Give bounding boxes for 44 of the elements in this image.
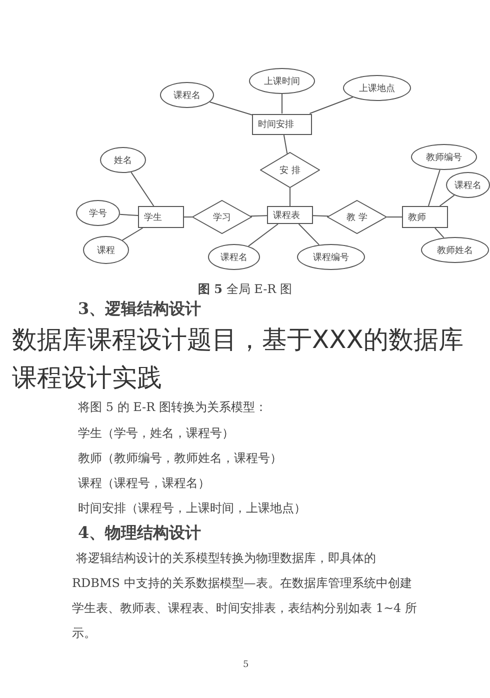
connector-line — [122, 228, 144, 241]
attribute-ellipse: 课程名 — [446, 172, 490, 198]
entity-box: 课程表 — [267, 206, 313, 224]
section-heading: 3、逻辑结构设计 — [78, 299, 202, 320]
connector-line — [439, 194, 455, 206]
connector-line — [209, 101, 252, 116]
entity-box: 学生 — [138, 206, 184, 228]
attribute-ellipse: 上课时间 — [249, 68, 315, 94]
connector-line — [298, 224, 320, 246]
connector-line — [130, 172, 154, 206]
connector-line — [386, 216, 402, 218]
attribute-ellipse: 上课地点 — [343, 75, 411, 101]
page-number: 5 — [243, 660, 249, 670]
connector-line — [283, 134, 288, 154]
relation-schema: 课程（课程号，课程名） — [78, 475, 210, 492]
paragraph: 将图 5 的 E-R 图转换为关系模型： — [78, 399, 267, 416]
attribute-ellipse: 课程名 — [208, 244, 260, 270]
entity-box: 教师 — [402, 206, 448, 228]
relationship-diamond: 学习 — [192, 200, 252, 234]
connector-line — [312, 215, 329, 217]
entity-box: 时间安排 — [252, 114, 312, 134]
relationship-diamond: 教 学 — [327, 200, 387, 234]
overlay-title: 数据库课程设计题目，基于XXX的数据库课程设计实践 — [12, 324, 464, 394]
connector-line — [250, 215, 268, 217]
relation-schema: 教师（教师编号，教师姓名，课程号） — [78, 450, 282, 467]
attribute-ellipse: 教师编号 — [411, 144, 477, 170]
relationship-diamond: 安 排 — [260, 152, 320, 188]
connector-line — [309, 96, 354, 114]
attribute-ellipse: 课程名 — [160, 82, 214, 108]
section-heading: 4、物理结构设计 — [78, 523, 202, 544]
attribute-ellipse: 课程编号 — [297, 244, 365, 270]
attribute-ellipse: 课程 — [83, 236, 129, 264]
paragraph: 将逻辑结构设计的关系模型转换为物理数据库，即具体的 RDBMS 中支持的关系数据模型—表。在数据库管理系统中创建学生表、教师表、课程表、时间安排表，表结构分别如表 1~4 所示。 — [72, 550, 418, 642]
connector-line — [434, 228, 444, 238]
relation-schema: 时间安排（课程号，上课时间，上课地点） — [78, 500, 306, 517]
attribute-ellipse: 学号 — [76, 200, 120, 226]
attribute-ellipse: 教师姓名 — [421, 237, 489, 263]
relation-schema: 学生（学号，姓名，课程号） — [78, 425, 234, 442]
connector-line — [248, 224, 278, 247]
attribute-ellipse: 姓名 — [100, 147, 146, 173]
connector-line — [184, 216, 192, 218]
connector-line — [428, 169, 440, 206]
figure-caption: 图 5 全局 E-R 图 — [196, 281, 294, 298]
connector-line — [119, 214, 138, 216]
